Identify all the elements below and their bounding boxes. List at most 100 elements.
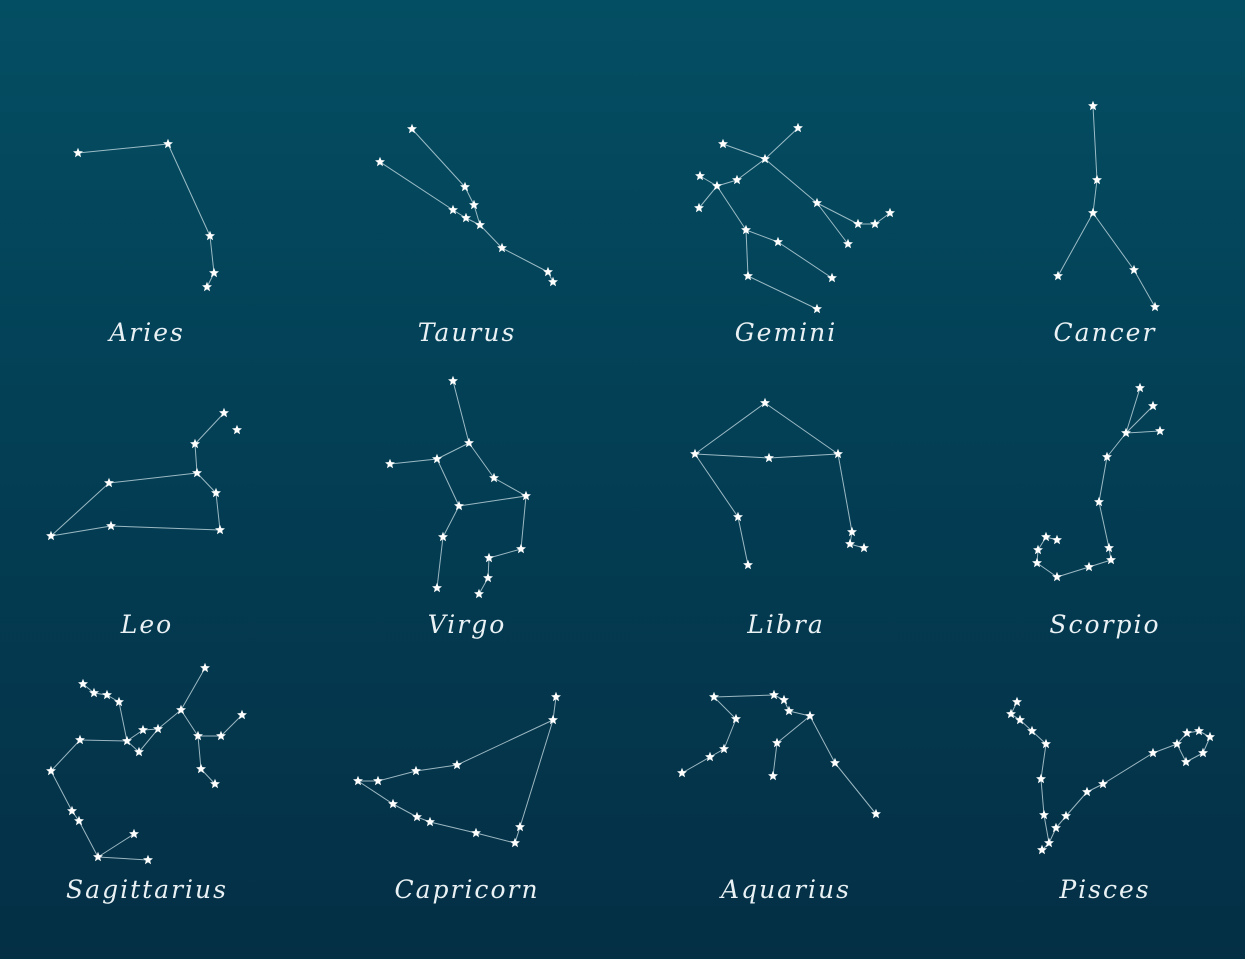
leo-star-icon [215,524,225,535]
sagittarius-star-icon [89,687,99,698]
virgo-connector-line [442,505,460,538]
gemini-connector-line [816,202,859,225]
gemini-star-icon [793,122,803,133]
taurus-connector-line [411,128,466,188]
leo-connector-line [194,443,198,474]
sagittarius-star-icon [129,828,139,839]
constellation-label-libra: Libra [747,610,825,639]
taurus-star-icon [548,276,558,287]
constellation-cancer [1053,100,1160,312]
taurus-star-icon [407,123,417,134]
taurus-star-icon [448,204,458,215]
constellation-sagittarius [46,662,247,865]
constellation-label-gemini: Gemini [734,318,838,347]
virgo-star-icon [484,552,494,563]
libra-star-icon [833,448,843,459]
aries-star-icon [73,147,83,158]
constellation-label-sagittarius: Sagittarius [66,875,228,904]
cancer-star-icon [1088,100,1098,111]
virgo-connector-line [436,458,460,507]
libra-star-icon [733,511,743,522]
cancer-connector-line [1092,212,1135,271]
pisces-star-icon [1006,708,1016,719]
sagittarius-connector-line [197,735,202,770]
constellation-label-leo: Leo [120,610,174,639]
virgo-star-icon [521,490,531,501]
gemini-connector-line [764,127,799,160]
capricorn-star-icon [388,798,398,809]
virgo-connector-line [468,442,495,479]
libra-connector-line [694,453,770,459]
constellation-label-virgo: Virgo [427,610,507,639]
sagittarius-star-icon [138,724,148,735]
aries-star-icon [209,267,219,278]
pisces-star-icon [1012,696,1022,707]
taurus-star-icon [469,199,479,210]
pisces-star-icon [1039,809,1049,820]
aquarius-star-icon [805,710,815,721]
sagittarius-star-icon [193,730,203,741]
gemini-connector-line [745,229,779,243]
taurus-connector-line [379,161,454,211]
pisces-star-icon [1037,844,1047,855]
gemini-connector-line [698,185,718,209]
pisces-star-icon [1041,738,1051,749]
cancer-star-icon [1092,174,1102,185]
aquarius-connector-line [776,715,811,744]
pisces-star-icon [1027,725,1037,736]
scorpio-star-icon [1148,400,1158,411]
leo-connector-line [108,472,198,484]
pisces-star-icon [1198,747,1208,758]
gemini-star-icon [712,180,722,191]
aquarius-star-icon [779,694,789,705]
aquarius-star-icon [677,767,687,778]
constellation-scorpio [1032,382,1165,582]
aries-star-icon [202,281,212,292]
leo-star-icon [106,520,116,531]
virgo-star-icon [474,588,484,599]
sagittarius-star-icon [134,746,144,757]
sagittarius-connector-line [78,820,99,858]
scorpio-connector-line [1098,501,1110,549]
gemini-connector-line [816,202,849,245]
libra-star-icon [847,526,857,537]
aries-connector-line [77,143,169,154]
leo-connector-line [194,412,225,445]
virgo-connector-line [436,442,470,460]
sagittarius-star-icon [216,730,226,741]
sagittarius-star-icon [122,735,132,746]
sagittarius-star-icon [153,723,163,734]
cancer-connector-line [1133,269,1156,308]
sagittarius-connector-line [157,709,182,730]
pisces-star-icon [1044,837,1054,848]
sagittarius-star-icon [75,734,85,745]
sagittarius-connector-line [50,770,73,812]
capricorn-connector-line [392,803,418,818]
libra-star-icon [690,448,700,459]
aries-connector-line [209,235,215,274]
pisces-star-icon [1098,778,1108,789]
gemini-star-icon [843,238,853,249]
gemini-star-icon [773,236,783,247]
gemini-connector-line [722,143,766,160]
capricorn-connector-line [475,832,516,844]
leo-star-icon [211,487,221,498]
gemini-star-icon [853,218,863,229]
aquarius-connector-line [834,762,877,815]
capricorn-star-icon [425,816,435,827]
aquarius-connector-line [809,715,836,764]
leo-star-icon [190,438,200,449]
pisces-connector-line [1102,752,1154,785]
libra-star-icon [845,538,855,549]
pisces-star-icon [1036,773,1046,784]
libra-connector-line [694,453,739,518]
gemini-star-icon [812,303,822,314]
libra-star-icon [764,452,774,463]
virgo-connector-line [520,495,527,550]
sagittarius-star-icon [67,805,77,816]
taurus-star-icon [375,156,385,167]
scorpio-star-icon [1052,571,1062,582]
leo-connector-line [196,472,217,494]
pisces-star-icon [1182,727,1192,738]
gemini-star-icon [732,174,742,185]
